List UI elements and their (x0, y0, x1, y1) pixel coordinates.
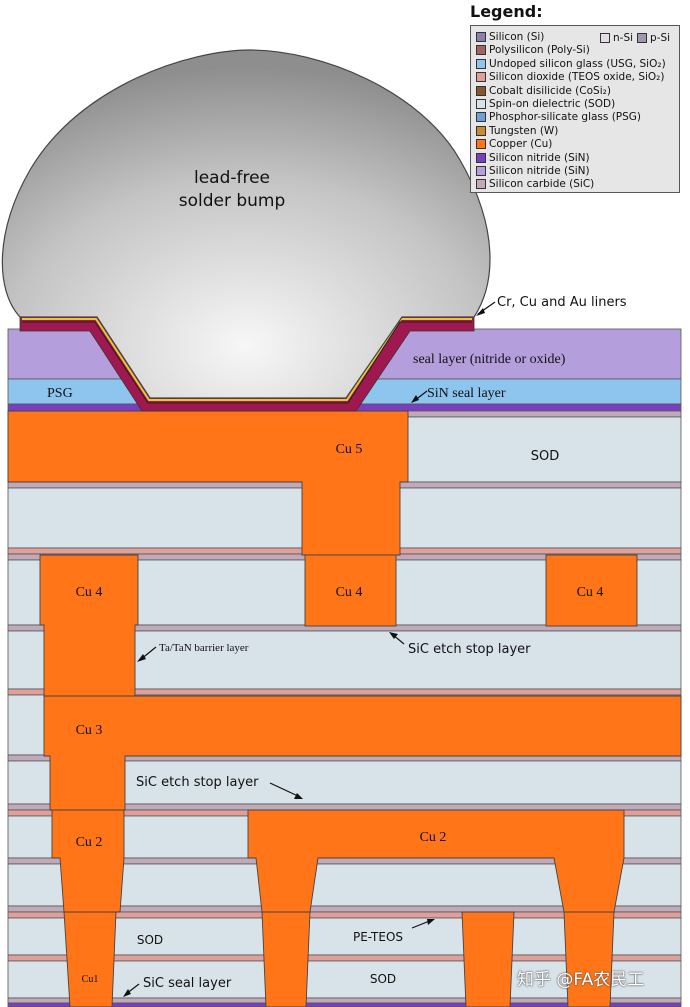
legend-item-label: Tungsten (W) (489, 124, 559, 137)
pe-teos-label: PE-TEOS (353, 930, 403, 944)
legend-item-label: Silicon dioxide (TEOS oxide, SiO₂) (489, 71, 665, 84)
sod-bottom-label-1: SOD (137, 933, 163, 947)
cu1-plug (461, 911, 515, 1007)
sic-etch-label-1: SiC etch stop layer (408, 642, 531, 657)
cr-liner (22, 321, 472, 404)
sic-etch-arrowhead-2 (294, 793, 303, 799)
cu2-line-left (51, 809, 125, 913)
legend-item: Undoped silicon glass (USG, SiO₂) (476, 58, 666, 70)
psg-label: PSG (47, 386, 73, 401)
legend-item-label: Polysilicon (Poly-Si) (489, 44, 590, 57)
cu2-label-right: Cu 2 (420, 830, 447, 845)
cu2-label-left: Cu 2 (76, 835, 103, 850)
legend-swatch (476, 99, 486, 109)
legend-swatch (600, 33, 610, 43)
cu2-line-right (247, 809, 625, 913)
legend-item: Silicon (Si) (476, 31, 544, 43)
cu4-label-middle: Cu 4 (336, 585, 363, 600)
solder-bump (1, 49, 491, 399)
legend-item-label: Silicon (Si) (489, 31, 545, 43)
legend-swatch (476, 125, 486, 136)
sic-etch-arrow-2 (269, 782, 301, 798)
bump-label-line2: solder bump (179, 191, 286, 211)
legend-item: Spin-on dielectric (SOD) (476, 98, 615, 110)
legend-swatch (637, 33, 648, 43)
legend-swatch (476, 45, 486, 56)
barrier-arrowhead (137, 654, 146, 662)
legend-title: Legend: (470, 2, 543, 21)
legend-swatch (476, 58, 486, 69)
legend-item-label: Undoped silicon glass (USG, SiO₂) (489, 57, 666, 70)
legend-item-label: p-Si (650, 32, 671, 44)
liners-label: Cr, Cu and Au liners (497, 295, 627, 310)
diagram-labels: lead-free solder bump Cr, Cu and Au line… (47, 168, 627, 997)
cu4-line-right (545, 554, 638, 627)
seal-layer-label: seal layer (nitride or oxide) (413, 352, 566, 367)
legend-item-label: Spin-on dielectric (SOD) (489, 98, 616, 110)
legend-item: Silicon nitride (SiN) (476, 165, 590, 177)
legend-item: Phosphor-silicate glass (PSG) (476, 111, 641, 123)
legend-item: Copper (Cu) (476, 138, 552, 150)
bump-assembly (1, 49, 491, 412)
pe-teos-arrowhead (427, 919, 435, 925)
legend-item: Tungsten (W) (476, 125, 558, 137)
cu1-label: Cu1 (82, 974, 99, 985)
cu1-plug (261, 911, 311, 1007)
legend-swatch (476, 179, 486, 190)
legend-item-label: Cobalt disilicide (CoSi₂) (489, 84, 611, 97)
bump-label-line1: lead-free (194, 168, 270, 188)
legend-box: Silicon (Si)Polysilicon (Poly-Si)Undoped… (470, 25, 680, 193)
sod-top-label: SOD (531, 449, 560, 464)
legend-item: Cobalt disilicide (CoSi₂) (476, 85, 611, 97)
barrier-label: Ta/TaN barrier layer (159, 642, 249, 654)
cu1-plug (563, 911, 615, 1007)
cu4-line-left (39, 554, 139, 697)
cu4-label-right: Cu 4 (577, 585, 604, 600)
cu3-label: Cu 3 (76, 723, 103, 738)
cu5-line (7, 410, 409, 556)
cu5-label: Cu 5 (336, 442, 363, 457)
cu3-line (43, 695, 682, 811)
sic-etch-arrowhead-1 (389, 632, 398, 639)
legend-item: Polysilicon (Poly-Si) (476, 44, 590, 56)
cu1-plug (63, 911, 117, 1007)
legend-swatch (476, 72, 486, 83)
sin-seal-arrowhead (411, 395, 419, 403)
sod-bottom-label-2: SOD (370, 972, 396, 986)
sic-seal-label: SiC seal layer (143, 976, 232, 991)
legend-swatch (476, 166, 486, 176)
legend-swatch (476, 152, 486, 163)
legend-swatch (476, 85, 486, 96)
legend-swatch (476, 112, 486, 123)
legend-item-label: Silicon nitride (SiN) (489, 165, 590, 177)
legend-swatch (476, 139, 486, 150)
legend-swatch (476, 32, 486, 42)
sin-layer (7, 1002, 682, 1007)
cu4-label-left: Cu 4 (76, 585, 103, 600)
cu4-line-middle (304, 554, 397, 627)
legend-item: Silicon nitride (SiN) (476, 152, 590, 164)
au-liner (22, 318, 472, 401)
sin-seal-label: SiN seal layer (427, 386, 506, 401)
liners-arrowhead (476, 308, 485, 316)
legend-item: Silicon carbide (SiC) (476, 178, 594, 190)
sic-seal-arrowhead (123, 989, 131, 997)
legend-item-label: Silicon carbide (SiC) (489, 178, 595, 191)
legend-item-label: Silicon nitride (SiN) (489, 151, 590, 164)
legend-item-label: Copper (Cu) (489, 138, 553, 151)
watermark: 知乎 @FA农民工 (517, 970, 645, 990)
legend-item-label: Phosphor-silicate glass (PSG) (489, 111, 642, 124)
legend-item: Silicon dioxide (TEOS oxide, SiO₂) (476, 71, 664, 83)
sic-etch-label-2: SiC etch stop layer (136, 775, 259, 790)
legend-item-label: n-Si (613, 32, 634, 44)
copper-interconnects (7, 410, 682, 1007)
legend-extra: n-Si p-Si (600, 32, 674, 44)
